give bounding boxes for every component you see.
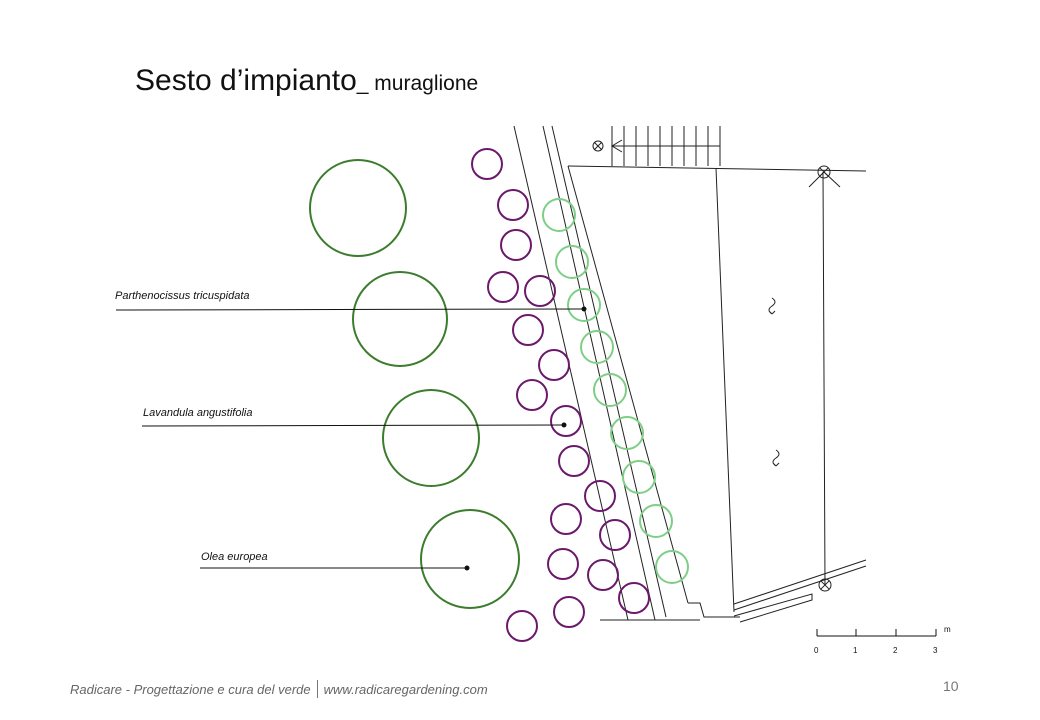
leader-dot	[464, 565, 470, 571]
vine-plant	[567, 288, 601, 322]
scale-tick-label: 0	[814, 646, 819, 655]
scale-tick-label: 1	[853, 646, 858, 655]
vine-plant	[639, 504, 673, 538]
label-olea: Olea europea	[200, 551, 470, 571]
crossed-circle-icon	[592, 140, 604, 152]
scale-tick-label: 2	[893, 646, 898, 655]
lavender-plant	[550, 503, 582, 535]
lavender-plant	[487, 271, 519, 303]
olive-tree	[382, 389, 480, 487]
wall-line-3	[551, 125, 667, 618]
vine-plant	[555, 245, 589, 279]
level-symbol-1	[768, 297, 776, 315]
vine-plant	[580, 330, 614, 364]
footer-website-link[interactable]: www.radicaregardening.com	[323, 682, 488, 697]
footer: Radicare - Progettazione e cura del verd…	[70, 680, 488, 698]
crossed-circle-icon	[817, 165, 831, 179]
wall-line-inner	[567, 165, 689, 604]
terrace-right-line	[822, 171, 826, 586]
wall-plan	[513, 125, 867, 623]
lavender-plant	[471, 148, 503, 180]
lavender-plant	[497, 189, 529, 221]
olive-trees	[309, 159, 520, 609]
page-title: Sesto d’impianto_ muraglione	[135, 64, 478, 98]
lavender-plants	[471, 148, 650, 642]
wall-line-outer	[513, 125, 629, 621]
crossed-circle-icon	[818, 578, 832, 592]
olive-tree	[420, 509, 520, 609]
lavender-plant	[547, 548, 579, 580]
vine-plant	[610, 416, 644, 450]
lavender-plant	[500, 229, 532, 261]
lavender-plant	[550, 405, 582, 437]
vine-plant	[593, 373, 627, 407]
lavender-plant	[538, 349, 570, 381]
label-olea-text: Olea europea	[201, 551, 268, 563]
lavender-plant	[524, 275, 556, 307]
vine-plants	[542, 198, 689, 584]
title-main: Sesto d’impianto	[135, 64, 357, 97]
leader-line	[115, 308, 585, 311]
label-parthenocissus: Parthenocissus tricuspidata	[115, 290, 587, 312]
olive-tree	[352, 271, 448, 367]
leader-dot	[561, 422, 567, 428]
label-parthenocissus-text: Parthenocissus tricuspidata	[115, 290, 250, 302]
leader-line	[141, 424, 565, 427]
olive-tree	[309, 159, 407, 257]
scale-bar: m 0 1 2 3	[814, 625, 951, 655]
lavender-plant	[584, 480, 616, 512]
label-lavandula: Lavandula angustifolia	[141, 407, 567, 428]
vine-plant	[622, 460, 656, 494]
lavender-plant	[599, 519, 631, 551]
leader-dot	[581, 306, 587, 312]
page-number: 10	[943, 678, 959, 694]
lavender-plant	[587, 559, 619, 591]
wall-line-2	[542, 125, 656, 621]
lavender-plant	[553, 596, 585, 628]
lavender-plant	[516, 379, 548, 411]
footer-company: Radicare - Progettazione e cura del verd…	[70, 682, 311, 697]
lavender-plant	[618, 582, 650, 614]
label-lavandula-text: Lavandula angustifolia	[143, 407, 252, 419]
title-subtitle: _ muraglione	[356, 72, 479, 95]
wall-step	[688, 602, 712, 618]
stairs-arrow-head	[611, 139, 623, 153]
terrace-divider-line	[715, 167, 735, 613]
lavender-plant	[558, 445, 590, 477]
terrace-top-edge	[567, 165, 867, 172]
scale-unit: m	[944, 625, 951, 634]
level-symbol-2	[772, 449, 780, 467]
scale-tick-label: 3	[933, 646, 938, 655]
vine-plant	[655, 550, 689, 584]
lavender-plant	[512, 314, 544, 346]
vine-plant	[542, 198, 576, 232]
footer-separator	[316, 680, 318, 698]
lavender-plant	[506, 610, 538, 642]
